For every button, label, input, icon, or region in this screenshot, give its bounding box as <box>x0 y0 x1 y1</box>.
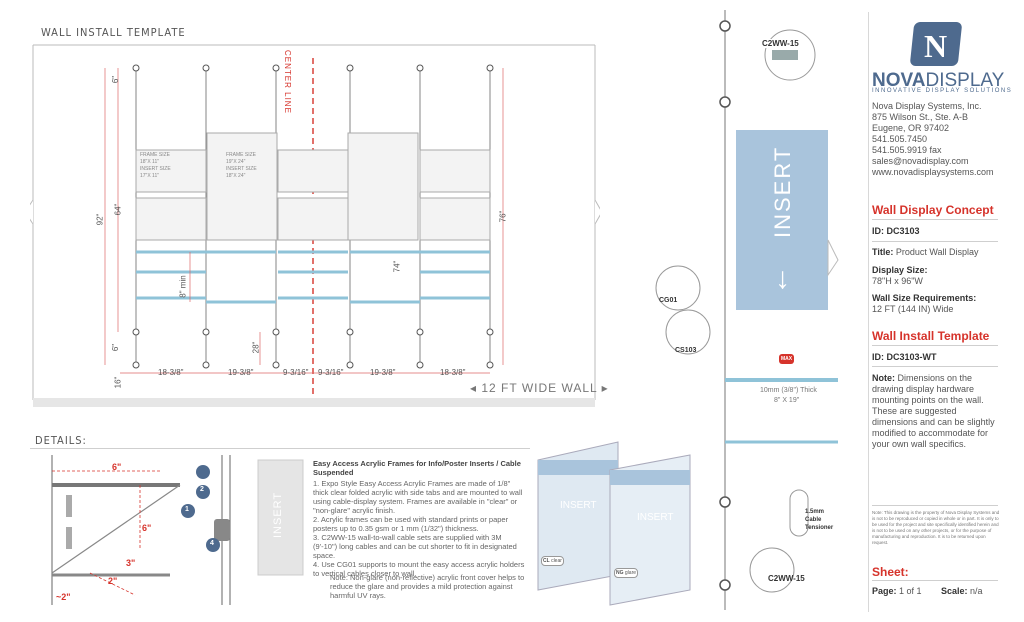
arrow-down-icon: ↓ <box>775 262 790 295</box>
bottom-dim-2: 19-3/8" <box>228 368 254 377</box>
wall-template-title: WALL INSTALL TEMPLATE <box>41 26 186 39</box>
install-note: Note: Dimensions on the drawing display … <box>872 373 995 449</box>
cs103-label: CS103 <box>675 347 697 354</box>
detail-dim-approx-2: ~2" <box>56 592 71 602</box>
details-title: DETAILS: <box>35 434 87 447</box>
frame-tag-clear: CL clear <box>541 556 564 566</box>
concept-id: ID: DC3103 <box>872 226 920 236</box>
c2ww15-bottom-label: C2WW-15 <box>768 574 805 583</box>
dim-28: 28" <box>251 341 261 354</box>
wall-template-drawing <box>30 44 600 407</box>
dim-74: 74" <box>392 260 402 273</box>
company-website: www.novadisplaysystems.com <box>872 167 994 177</box>
details-item-1: 1. Expo Style Easy Access Acrylic Frames… <box>313 479 523 515</box>
dim-16: 16" <box>113 376 123 389</box>
concept-heading: Wall Display Concept <box>872 203 994 217</box>
details-item-2: 2. Acrylic frames can be used with stand… <box>313 515 509 533</box>
dim-92: 92" <box>95 213 105 226</box>
bottom-dim-1: 18-3/8" <box>158 368 184 377</box>
frame-insert-1: INSERT <box>560 500 597 511</box>
details-item-3: 3. C2WW-15 wall-to-wall cable sets are s… <box>313 533 517 560</box>
callout-1: 1 <box>185 506 189 513</box>
concept-wall-size: Wall Size Requirements:12 FT (144 IN) Wi… <box>872 293 977 314</box>
concept-title: Title: Product Wall Display <box>872 247 979 257</box>
dim-76: 76" <box>498 210 508 223</box>
frame-insert-2: INSERT <box>637 512 674 523</box>
bottom-dim-6: 18-3/8" <box>440 368 466 377</box>
callout-3: 3 <box>169 466 173 473</box>
company-tagline: INNOVATIVE DISPLAY SOLUTIONS <box>872 88 1013 94</box>
shelf-thickness: 10mm (3/8") Thick <box>760 387 817 394</box>
hardware-drawing <box>655 10 839 610</box>
install-heading: Wall Install Template <box>872 329 990 343</box>
detail-drawing <box>51 455 304 605</box>
detail-dim-3: 3" <box>126 558 136 568</box>
hardware-insert-label: INSERT <box>770 145 795 238</box>
callout-2: 2 <box>200 486 204 493</box>
legal-note: Note: This drawing is the property of No… <box>872 510 1000 545</box>
bottom-dim-4: 9-3/16" <box>318 368 344 377</box>
max-tag: MAX <box>779 354 795 364</box>
logo-letter: N <box>924 28 948 64</box>
details-note: Note: Non-glare (non-reflective) acrylic… <box>330 573 525 600</box>
dim-64: 64" <box>113 203 123 216</box>
dim-top: 6" <box>111 75 121 84</box>
detail-dim-2: 2" <box>108 576 118 586</box>
company-address: Nova Display Systems, Inc.875 Wilson St.… <box>872 101 994 177</box>
detail-dim-6b: 6" <box>142 523 152 533</box>
cg01-label: CG01 <box>659 297 678 304</box>
wall-width-label: ◂ 12 FT WIDE WALL ▸ <box>470 381 609 395</box>
frame-tag-nonglare: NG glare <box>614 568 639 578</box>
acrylic-frames-illustration <box>537 441 691 606</box>
shelf-size: 8" X 19" <box>774 397 800 404</box>
company-logo: NOVADISPLAY <box>872 70 1005 91</box>
dim-bottom-6: 6" <box>111 343 121 352</box>
install-id: ID: DC3103-WT <box>872 352 937 362</box>
details-description: Easy Access Acrylic Frames for Info/Post… <box>313 459 525 578</box>
dim-8-min: 8" min <box>178 275 188 298</box>
center-line-label: CENTER LINE <box>283 50 292 114</box>
detail-dim-6a: 6" <box>112 462 122 472</box>
sheet-heading: Sheet: <box>872 565 909 579</box>
c2ww15-top-label: C2WW-15 <box>762 39 799 48</box>
sheet-page: Page: 1 of 1 <box>872 586 922 596</box>
company-email: sales@novadisplay.com <box>872 156 969 166</box>
sheet-scale: Scale: n/a <box>941 586 983 596</box>
bottom-dim-5: 19-3/8" <box>370 368 396 377</box>
bottom-dim-3: 9-3/16" <box>283 368 309 377</box>
callout-4: 4 <box>210 540 214 547</box>
details-item-4: 4. Use CG01 supports to mount the easy a… <box>313 560 525 578</box>
details-heading: Easy Access Acrylic Frames for Info/Post… <box>313 459 521 477</box>
concept-display-size: Display Size:78"H x 96"W <box>872 265 928 286</box>
detail-insert-label: INSERT <box>272 491 284 538</box>
